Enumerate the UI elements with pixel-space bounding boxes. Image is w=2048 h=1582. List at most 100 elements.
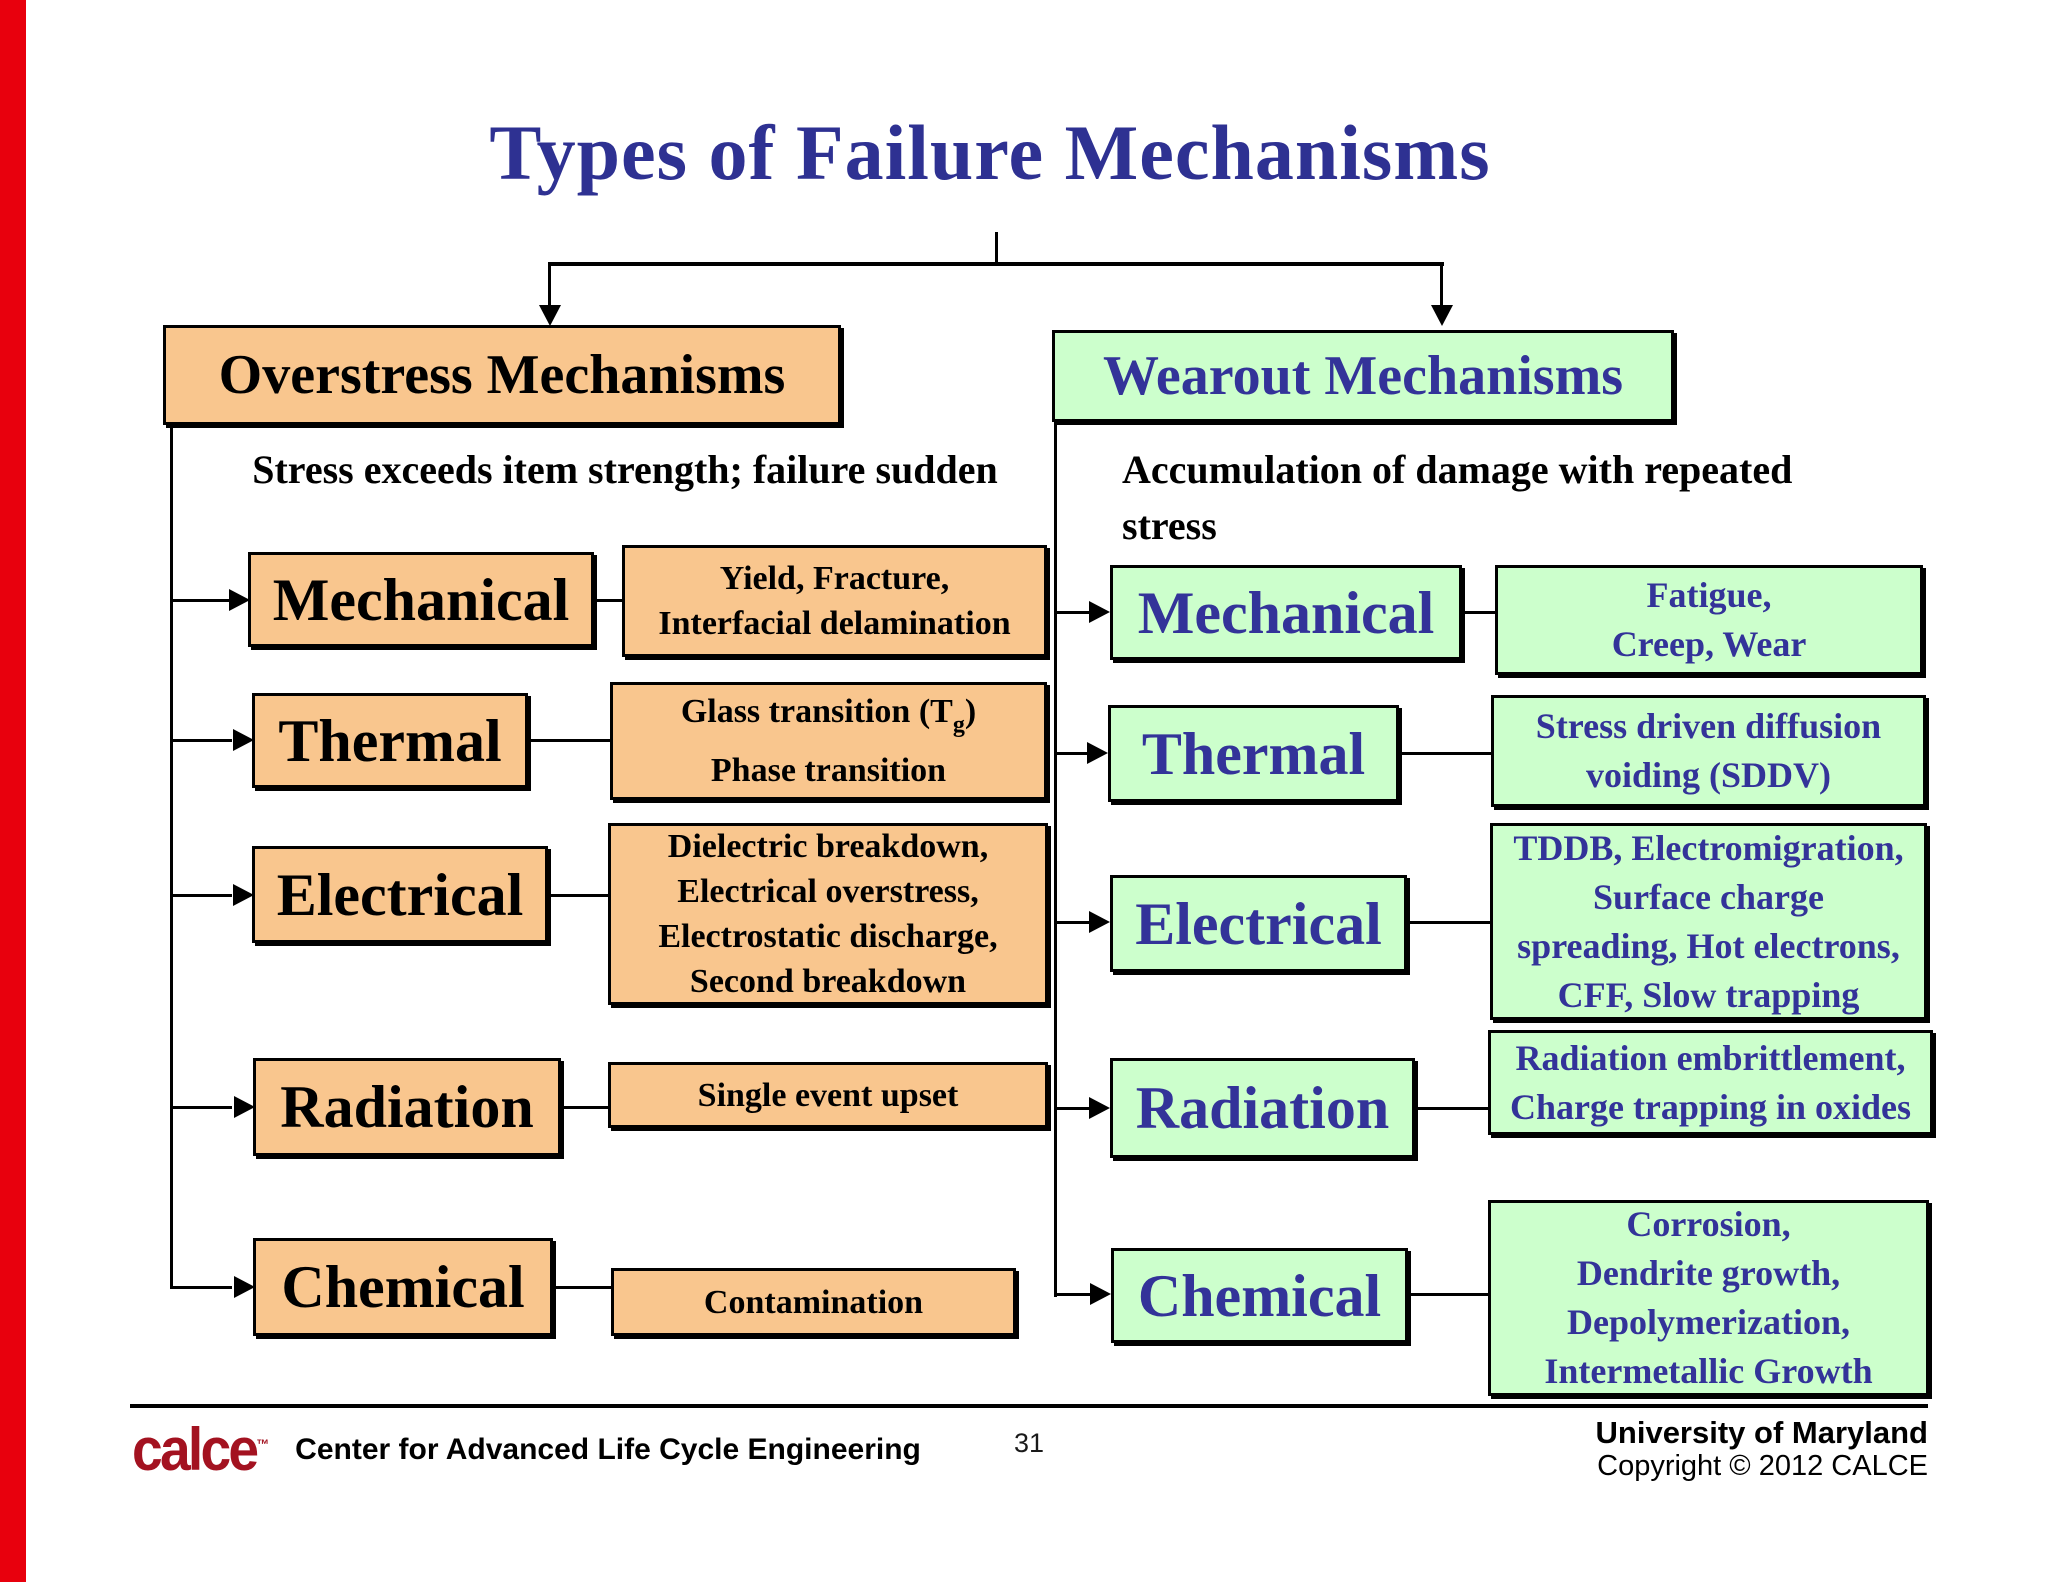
left-branch-radiation [170,1106,232,1109]
detail-line: Intermetallic Growth [1544,1351,1873,1391]
arrowhead-right-icon [1089,601,1110,623]
detail-line: Yield, Fracture, [719,560,950,597]
category-box-thermal-wearout: Thermal [1108,705,1399,802]
right-trunk-line [1054,422,1057,1297]
detail-line: voiding (SDDV) [1585,755,1832,795]
category-label: Electrical [1135,890,1382,957]
category-label: Mechanical [1137,579,1435,646]
detail-line: Electrical overstress, [677,873,979,910]
wearout-subtitle-line2: stress [1122,503,1217,548]
left-detail-link-mechanical [592,599,624,602]
detail-line: Corrosion, [1626,1204,1791,1244]
right-detail-link-mechanical [1460,611,1498,614]
left-branch-mechanical [170,599,232,602]
detail-line: CFF, Slow trapping [1557,974,1860,1015]
category-box-thermal-overstress: Thermal [252,693,528,788]
connector-drop-left [548,262,551,308]
category-box-mechanical-wearout: Mechanical [1110,565,1462,660]
detail-line: Surface charge [1593,876,1824,917]
category-box-electrical-overstress: Electrical [252,846,548,943]
category-label: Mechanical [272,566,570,633]
right-detail-link-chemical [1406,1293,1490,1296]
category-label: Electrical [276,861,524,928]
category-box-radiation-overstress: Radiation [253,1058,561,1156]
detail-line: Stress driven diffusion [1535,706,1882,746]
center-name: Center for Advanced Life Cycle Engineeri… [295,1433,921,1466]
right-branch-thermal [1054,752,1091,755]
detail-box-thermal-wearout: Stress driven diffusion voiding (SDDV) [1491,695,1926,807]
detail-box-radiation-wearout: Radiation embrittlement, Charge trapping… [1488,1030,1933,1135]
left-trunk-line [170,425,173,1289]
category-label: Radiation [1135,1075,1390,1141]
left-detail-link-radiation [558,1106,610,1109]
detail-box-mechanical-overstress: Yield, Fracture, Interfacial delaminatio… [622,545,1047,657]
detail-line: Creep, Wear [1611,624,1807,664]
copyright-text: Copyright © 2012 CALCE [1597,1450,1928,1482]
left-detail-link-electrical [546,894,610,897]
wearout-header-box: Wearout Mechanisms [1052,330,1674,422]
category-label: Thermal [278,707,502,774]
right-detail-link-thermal [1397,752,1493,755]
category-label: Radiation [280,1074,534,1140]
category-box-chemical-wearout: Chemical [1111,1248,1408,1343]
detail-box-chemical-wearout: Corrosion, Dendrite growth, Depolymeriza… [1488,1200,1929,1396]
detail-line: Phase transition [710,752,947,789]
left-branch-electrical [170,894,232,897]
right-branch-mechanical [1054,611,1091,614]
detail-line: spreading, Hot electrons, [1517,925,1900,966]
category-box-mechanical-overstress: Mechanical [248,552,594,647]
connector-top-bar [548,262,1444,266]
arrowhead-right-icon [234,1096,255,1118]
detail-line-text: Glass transition (T [680,693,953,730]
wearout-subtitle-line1: Accumulation of damage with repeated [1122,447,1793,492]
overstress-subtitle: Stress exceeds item strength; failure su… [252,447,998,492]
arrowhead-right-icon [234,1276,255,1298]
footer-divider [130,1404,1928,1408]
category-box-chemical-overstress: Chemical [253,1238,553,1336]
calce-logo-text: calce [132,1416,259,1483]
wearout-subtitle: Accumulation of damage with repeated str… [1122,442,1882,554]
detail-line: Charge trapping in oxides [1509,1086,1912,1127]
right-branch-chemical [1054,1293,1091,1296]
left-branch-chemical [170,1286,232,1289]
left-detail-link-chemical [551,1286,613,1289]
arrowhead-down-right-icon [1431,305,1453,326]
calce-logo: calce™ [132,1420,269,1480]
category-box-electrical-wearout: Electrical [1110,875,1407,972]
detail-box-chemical-overstress: Contamination [611,1268,1016,1336]
detail-line: Single event upset [697,1076,959,1114]
arrowhead-right-icon [229,589,250,611]
detail-line: Glass transition (Tg) [681,689,976,748]
connector-title-stem [995,232,998,266]
footer-left: calce™ Center for Advanced Life Cycle En… [132,1420,921,1480]
arrowhead-right-icon [233,884,254,906]
overstress-header-label: Overstress Mechanisms [218,344,786,406]
detail-line: Depolymerization, [1567,1302,1850,1342]
detail-box-radiation-overstress: Single event upset [608,1062,1048,1128]
detail-box-thermal-overstress: Glass transition (Tg) Phase transition [610,682,1047,800]
university-name: University of Maryland [1595,1415,1928,1450]
arrowhead-right-icon [1089,1097,1110,1119]
detail-line: Dielectric breakdown, [667,828,989,865]
left-branch-thermal [170,739,232,742]
left-detail-link-thermal [525,739,612,742]
connector-drop-right [1440,262,1443,308]
detail-line: Second breakdown [689,963,967,1000]
arrowhead-right-icon [1087,742,1108,764]
detail-box-electrical-overstress: Dielectric breakdown, Electrical overstr… [608,823,1048,1005]
trademark-icon: ™ [256,1436,270,1452]
detail-line: Radiation embrittlement, [1515,1037,1906,1078]
left-edge-stripe [0,0,26,1582]
arrowhead-right-icon [1090,1283,1111,1305]
detail-line: Fatigue, [1646,575,1772,615]
detail-line: Electrostatic discharge, [658,918,998,955]
footer-right: University of Maryland Copyright © 2012 … [1596,1416,1928,1483]
arrowhead-down-left-icon [539,305,561,326]
category-box-radiation-wearout: Radiation [1110,1058,1415,1158]
right-branch-radiation [1054,1107,1091,1110]
detail-box-mechanical-wearout: Fatigue, Creep, Wear [1495,565,1923,675]
overstress-header-box: Overstress Mechanisms [163,325,841,425]
arrowhead-right-icon [1089,911,1110,933]
detail-line: Contamination [703,1283,924,1321]
detail-line: TDDB, Electromigration, [1513,827,1904,868]
